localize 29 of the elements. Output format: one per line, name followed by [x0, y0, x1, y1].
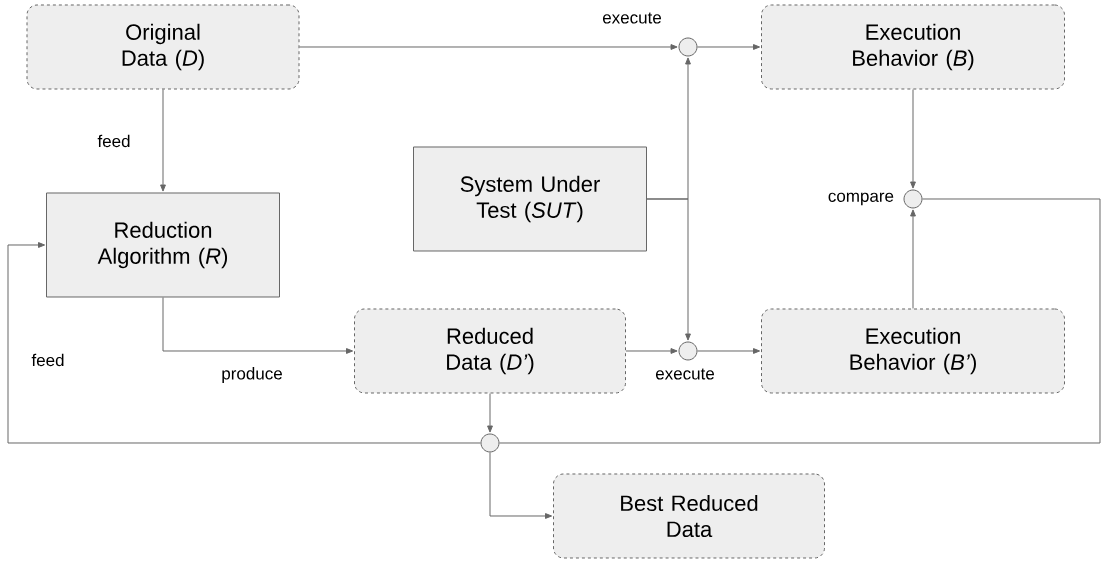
edge-label: execute: [601, 11, 663, 25]
process-box: Reduction Algorithm (R): [46, 192, 280, 298]
data-box: Best Reduced Data: [553, 473, 825, 559]
data-box: Reduced Data (D’): [354, 308, 626, 394]
arrow: [160, 89, 166, 192]
edge-label: execute: [654, 367, 716, 381]
edge-label: produce: [220, 366, 284, 384]
node-caption: compare: [828, 192, 894, 206]
arrow: [697, 348, 761, 354]
arrow: [910, 209, 916, 309]
arrow: [625, 348, 678, 354]
edge-label: feed: [96, 133, 132, 149]
arrow: [162, 297, 354, 354]
data-box: Execution Behavior (B’): [761, 308, 1065, 394]
arrow: [487, 393, 493, 433]
junction-circle: [903, 189, 923, 209]
arrow: [299, 44, 678, 50]
arrow: [646, 198, 691, 341]
arrow: [910, 89, 916, 189]
arrow: [697, 44, 761, 50]
data-box: Original Data (D): [26, 4, 300, 90]
data-box: Execution Behavior (B): [761, 4, 1065, 90]
junction-circle: [480, 433, 500, 453]
junction-circle: [678, 37, 698, 57]
edge-label: feed: [30, 352, 66, 368]
junction-circle: [678, 341, 698, 361]
arrow: [7, 242, 481, 444]
process-box: System Under Test (SUT): [413, 146, 647, 252]
arrow: [489, 452, 553, 519]
